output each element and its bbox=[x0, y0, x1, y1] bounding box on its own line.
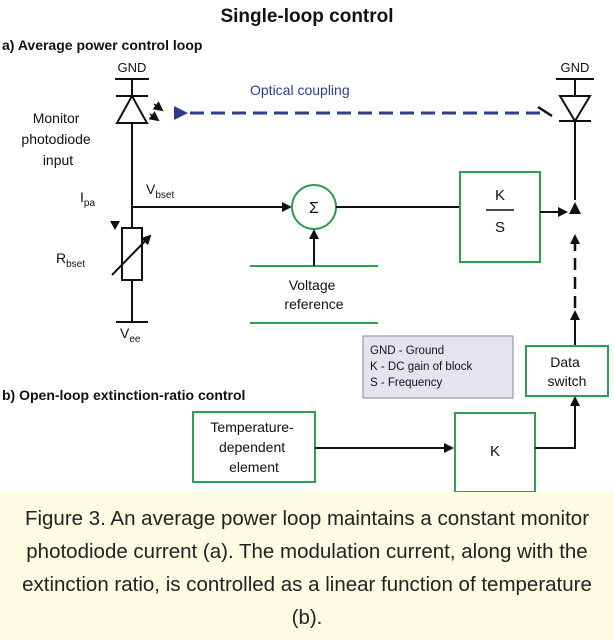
light-ray-left-2 bbox=[148, 111, 160, 122]
caption-area: Figure 3. An average power loop maintain… bbox=[0, 492, 614, 640]
rbset-adjust-arrow bbox=[111, 234, 152, 276]
integrator-numerator: K bbox=[495, 187, 505, 204]
vee-label: Vee bbox=[120, 325, 141, 345]
gnd-right-label: GND bbox=[561, 60, 590, 75]
monitor-photodiode-icon bbox=[115, 93, 149, 124]
voltage-reference-label: Voltage reference bbox=[284, 277, 343, 312]
vbset-label: Vbset bbox=[146, 181, 174, 201]
summer-symbol: Σ bbox=[309, 200, 319, 217]
block-diagram: Single-loop control a) Average power con… bbox=[2, 6, 609, 492]
optical-coupling-label: Optical coupling bbox=[250, 82, 350, 98]
ipa-label: Ipa bbox=[80, 189, 95, 209]
laser-emission-ray bbox=[537, 105, 553, 118]
figure-caption: Figure 3. An average power loop maintain… bbox=[22, 507, 592, 629]
switch-node-arrow bbox=[569, 202, 581, 214]
gain-block bbox=[454, 412, 536, 492]
integrator-block bbox=[459, 171, 541, 263]
gnd-left-label: GND bbox=[118, 60, 147, 75]
gain-block-label: K bbox=[490, 443, 500, 460]
monitor-photodiode-label: Monitor photodiode input bbox=[21, 110, 94, 168]
section-a-heading: a) Average power control loop bbox=[2, 37, 202, 53]
laser-diode-icon bbox=[558, 95, 592, 123]
rbset-label: Rbset bbox=[56, 250, 85, 270]
section-b-heading: b) Open-loop extinction-ratio control bbox=[2, 387, 245, 403]
diagram-title: Single-loop control bbox=[220, 6, 393, 27]
integrator-denominator: S bbox=[495, 219, 505, 236]
temperature-element-label: Temperature- dependent element bbox=[210, 419, 297, 475]
legend-text: GND - Ground K - DC gain of block S - Fr… bbox=[370, 345, 475, 389]
data-switch-label: Data switch bbox=[548, 354, 587, 389]
legend-box bbox=[362, 335, 514, 399]
light-ray-left-1 bbox=[152, 101, 164, 112]
data-switch-block bbox=[525, 345, 609, 397]
current-direction-arrow bbox=[110, 221, 120, 230]
gain-to-switch-wire bbox=[535, 396, 580, 449]
